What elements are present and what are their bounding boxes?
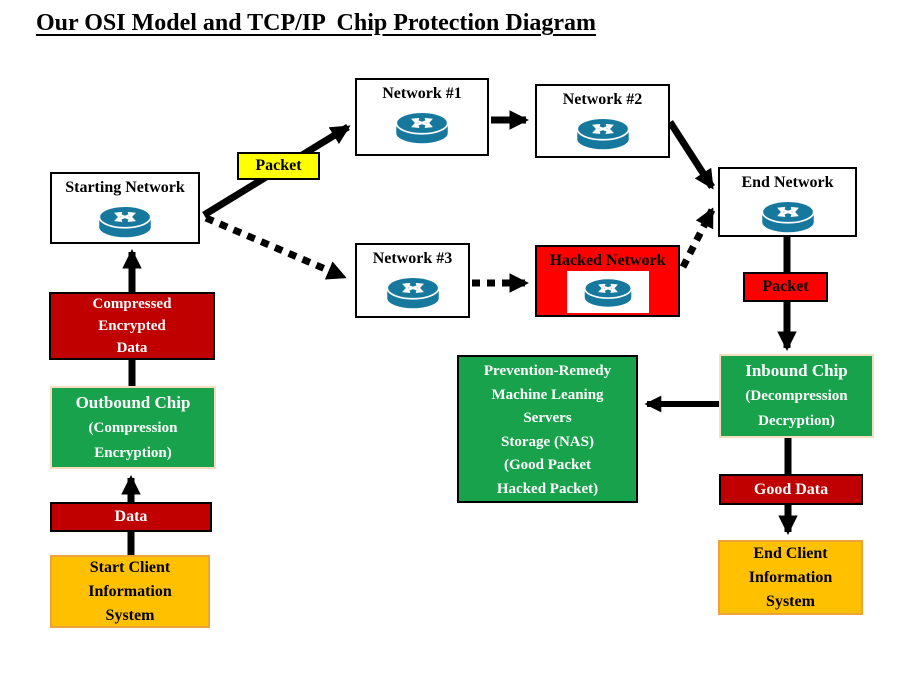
arrow-dashed-starting-to-network3	[204, 214, 347, 281]
node-good-data: Good Data	[719, 474, 863, 505]
router-icon	[751, 195, 825, 237]
node-outbound-chip: Outbound Chip (Compression Encryption)	[50, 386, 216, 469]
node-label: Information	[748, 569, 833, 586]
diagram-title: Our OSI Model and TCP/IP Chip Protection…	[36, 10, 597, 36]
node-prevention-remedy-servers: Prevention-Remedy Machine Leaning Server…	[457, 355, 638, 503]
node-network-2: Network #2	[535, 84, 670, 158]
node-label: Compressed	[92, 296, 172, 312]
node-hacked-network: Hacked Network	[535, 245, 680, 317]
node-label: Machine Leaning	[491, 386, 604, 403]
node-label: Packet	[762, 278, 809, 295]
node-label: Packet	[255, 157, 302, 174]
node-label: Start Client	[89, 559, 171, 576]
node-label: System	[766, 593, 815, 610]
router-icon	[566, 271, 649, 313]
node-end-network: End Network	[718, 167, 857, 237]
node-title: Outbound Chip	[75, 393, 191, 412]
node-network-1: Network #1	[355, 78, 489, 156]
node-label: Network #2	[562, 91, 643, 108]
node-label: Storage (NAS)	[501, 433, 594, 450]
node-label: Servers	[523, 410, 572, 426]
node-data: Data	[50, 502, 212, 532]
node-inbound-chip: Inbound Chip (Decompression Decryption)	[719, 354, 874, 438]
node-network-3: Network #3	[355, 243, 470, 318]
node-label: Hacked Network	[549, 252, 666, 269]
node-label: Starting Network	[65, 179, 185, 196]
node-label: Data	[114, 508, 148, 525]
node-label: (Decompression	[745, 388, 848, 404]
label-packet-red: Packet	[743, 272, 828, 302]
node-label: Decryption)	[758, 413, 835, 429]
node-label: End Client	[753, 545, 828, 562]
node-start-client-information-system: Start Client Information System	[50, 555, 210, 628]
node-label: System	[105, 607, 155, 624]
node-end-client-information-system: End Client Information System	[718, 540, 863, 615]
node-label: Data	[116, 340, 148, 356]
node-label: (Compression	[88, 420, 178, 436]
router-icon	[385, 106, 459, 148]
router-icon	[88, 200, 162, 242]
node-label: Good Data	[753, 480, 829, 498]
node-starting-network: Starting Network	[50, 172, 200, 244]
arrow-dashed-hacked-to-endnetwork	[679, 207, 716, 269]
node-label: Information	[88, 583, 172, 600]
node-label: Hacked Packet)	[496, 480, 599, 497]
node-label: Network #1	[382, 85, 462, 102]
node-label: Encrypted	[98, 318, 166, 334]
node-compressed-encrypted-data: Compressed Encrypted Data	[49, 292, 215, 360]
node-label: End Network	[741, 174, 834, 191]
node-label: Encryption)	[94, 445, 172, 461]
label-packet-yellow: Packet	[237, 152, 320, 180]
arrow-network2-to-endnetwork	[667, 120, 715, 190]
node-label: Prevention-Remedy	[483, 363, 612, 379]
node-title: Inbound Chip	[745, 361, 848, 380]
router-icon	[376, 271, 450, 313]
router-icon	[566, 112, 640, 154]
node-label: (Good Packet	[503, 457, 592, 473]
node-label: Network #3	[372, 250, 453, 267]
